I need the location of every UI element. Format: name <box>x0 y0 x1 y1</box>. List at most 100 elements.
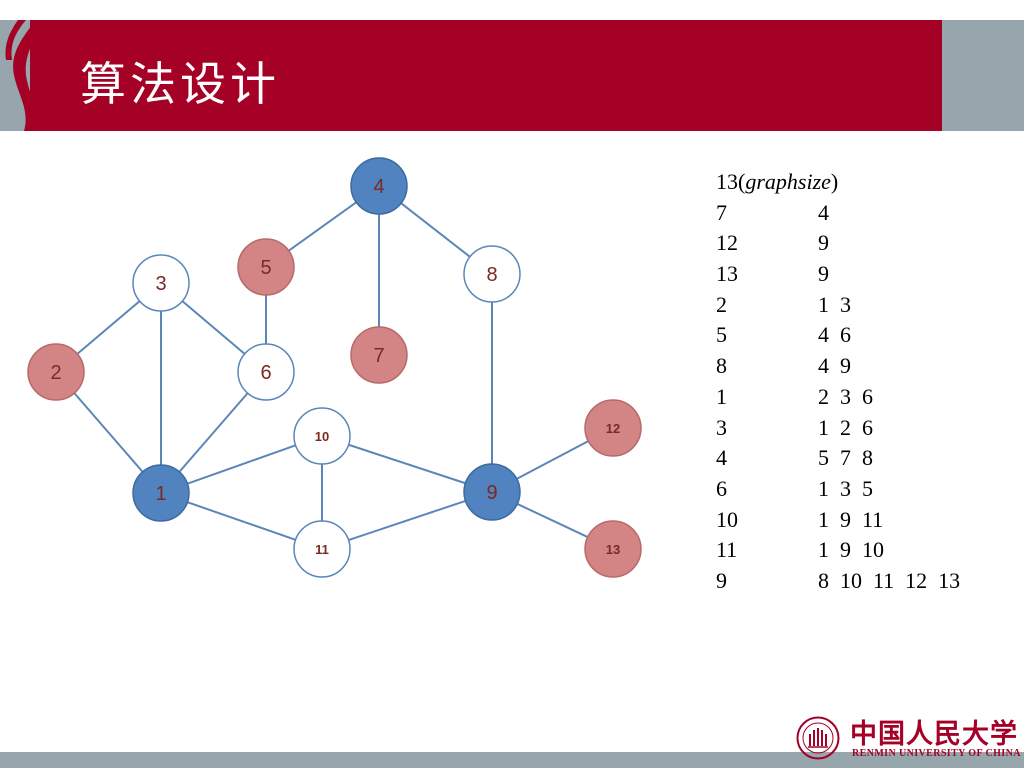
edge-3-6 <box>181 300 246 355</box>
node-circle <box>584 520 642 578</box>
adjacency-neighbors: 1 2 6 <box>818 414 873 440</box>
edge-10-9 <box>348 443 466 485</box>
edge-9-12 <box>516 440 589 480</box>
node-label: 5 <box>260 257 271 279</box>
page-title: 算法设计 <box>80 57 280 111</box>
edge-4-8 <box>400 202 471 258</box>
adjacency-neighbors: 5 7 8 <box>818 445 873 471</box>
adjacency-neighbors: 8 10 11 12 13 <box>818 567 961 593</box>
node-4: 4 <box>350 157 408 215</box>
logo-english-text: RENMIN UNIVERSITY OF CHINA <box>852 748 1021 759</box>
adjacency-row: 6 1 3 5 <box>716 474 960 505</box>
node-circle <box>350 326 408 384</box>
node-circle <box>350 157 408 215</box>
node-circle <box>584 399 642 457</box>
adjacency-vertex: 9 <box>716 567 727 593</box>
adjacency-neighbors: 2 3 6 <box>818 383 873 409</box>
node-13: 13 <box>584 520 642 578</box>
adjacency-row: 5 4 6 <box>716 320 960 351</box>
edge-2-1 <box>73 392 144 473</box>
title-banner <box>30 20 942 131</box>
adjacency-row: 1 2 3 6 <box>716 382 960 413</box>
adjacency-vertex: 4 <box>716 445 727 471</box>
edge-6-1 <box>178 392 249 473</box>
node-label: 11 <box>315 542 329 557</box>
node-circle <box>237 343 295 401</box>
node-11: 11 <box>293 520 351 578</box>
node-2: 2 <box>27 343 85 401</box>
adjacency-vertex: 13 <box>716 261 738 287</box>
node-circle <box>237 238 295 296</box>
university-logo: 中国人民大学 RENMIN UNIVERSITY OF CHINA <box>796 712 1024 762</box>
adjacency-neighbors: 4 <box>818 199 829 225</box>
node-3: 3 <box>132 254 190 312</box>
adjacency-row: 4 5 7 8 <box>716 443 960 474</box>
adjacency-vertex: 8 <box>716 353 727 379</box>
edge-1-10 <box>187 444 296 485</box>
adjacency-neighbors: 1 9 10 <box>818 537 884 563</box>
adjacency-vertex: 2 <box>716 291 727 317</box>
node-12: 12 <box>584 399 642 457</box>
node-9: 9 <box>463 463 521 521</box>
top-strip <box>0 0 1024 20</box>
edge-9-13 <box>516 503 589 538</box>
graph-size-value: 13 <box>716 169 738 194</box>
node-5: 5 <box>237 238 295 296</box>
adjacency-neighbors: 9 <box>818 230 829 256</box>
node-label: 10 <box>315 429 329 444</box>
edge-1-11 <box>187 501 296 541</box>
node-circle <box>293 407 351 465</box>
footer-bar <box>0 752 1024 768</box>
adjacency-row: 2 1 3 <box>716 290 960 321</box>
logo-chinese-text: 中国人民大学 <box>850 719 1018 750</box>
adjacency-row: 13 9 <box>716 259 960 290</box>
node-label: 13 <box>606 542 620 557</box>
adjacency-vertex: 7 <box>716 199 727 225</box>
node-label: 6 <box>260 362 271 384</box>
adjacency-neighbors: 1 3 5 <box>818 475 873 501</box>
node-label: 12 <box>606 421 620 436</box>
adjacency-row: 10 1 9 11 <box>716 505 960 536</box>
node-circle <box>463 463 521 521</box>
node-1: 1 <box>132 464 190 522</box>
adjacency-vertex: 11 <box>716 537 738 563</box>
adjacency-neighbors: 4 6 <box>818 322 851 348</box>
node-label: 8 <box>486 264 497 286</box>
adjacency-row: 3 1 2 6 <box>716 413 960 444</box>
adjacency-neighbors: 9 <box>818 261 829 287</box>
edge-3-2 <box>76 300 141 355</box>
node-7: 7 <box>350 326 408 384</box>
node-label: 2 <box>50 362 61 384</box>
node-10: 10 <box>293 407 351 465</box>
adjacency-row: 9 8 10 11 12 13 <box>716 566 960 597</box>
graph-edges <box>73 201 589 542</box>
node-circle <box>463 245 521 303</box>
node-8: 8 <box>463 245 521 303</box>
node-label: 3 <box>155 273 166 295</box>
adjacency-vertex: 5 <box>716 322 727 348</box>
adjacency-vertex: 12 <box>716 230 738 256</box>
node-circle <box>27 343 85 401</box>
adjacency-neighbors: 1 9 11 <box>818 506 884 532</box>
edge-11-9 <box>348 499 466 542</box>
node-label: 1 <box>155 483 166 505</box>
adjacency-vertex: 6 <box>716 475 727 501</box>
node-circle <box>132 254 190 312</box>
graph-size-label: graphsize <box>745 169 831 194</box>
node-label: 4 <box>373 176 384 198</box>
adjacency-row: 11 1 9 10 <box>716 535 960 566</box>
adjacency-vertex: 10 <box>716 506 738 532</box>
banner-ornament-icon <box>0 20 46 131</box>
adjacency-vertex: 3 <box>716 414 727 440</box>
adjacency-neighbors: 1 3 <box>818 291 851 317</box>
adjacency-vertex: 1 <box>716 383 727 409</box>
node-circle <box>132 464 190 522</box>
node-label: 7 <box>373 345 384 367</box>
university-seal-icon <box>796 716 840 760</box>
